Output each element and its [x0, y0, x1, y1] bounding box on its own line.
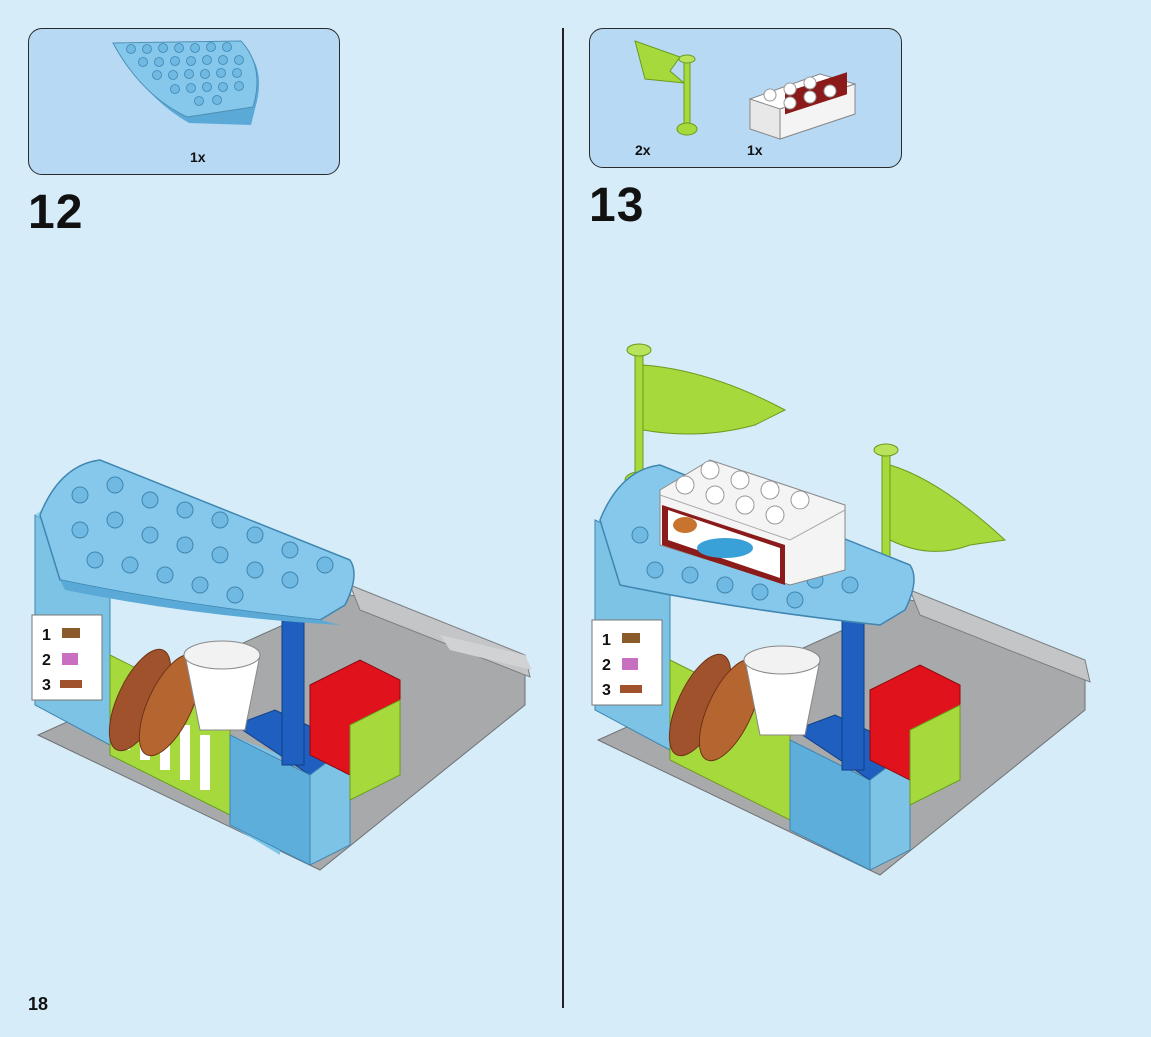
parts-callout-step-13: 2x 1x — [589, 28, 902, 168]
quarter-round-plate-icon — [112, 40, 260, 125]
svg-text:3: 3 — [602, 682, 611, 699]
svg-text:1: 1 — [602, 632, 611, 649]
step-divider — [562, 28, 564, 1008]
white-printed-brick-icon — [748, 72, 857, 140]
part-quantity: 1x — [747, 142, 763, 158]
parts-callout-step-12: 1x — [28, 28, 340, 175]
lime-flag-icon — [634, 40, 698, 136]
svg-text:2: 2 — [42, 652, 51, 669]
svg-text:1: 1 — [42, 627, 51, 644]
svg-text:2: 2 — [602, 657, 611, 674]
step-number-13: 13 — [589, 179, 645, 232]
part-quantity: 2x — [635, 142, 651, 158]
page-number: 18 — [28, 994, 49, 1014]
step-13-model-illustration: 1 2 3 — [591, 343, 1091, 876]
svg-text:3: 3 — [42, 677, 51, 694]
step-12-model-illustration: 1 2 3 — [31, 459, 532, 871]
step-number-12: 12 — [28, 186, 84, 239]
part-quantity: 1x — [190, 149, 206, 165]
